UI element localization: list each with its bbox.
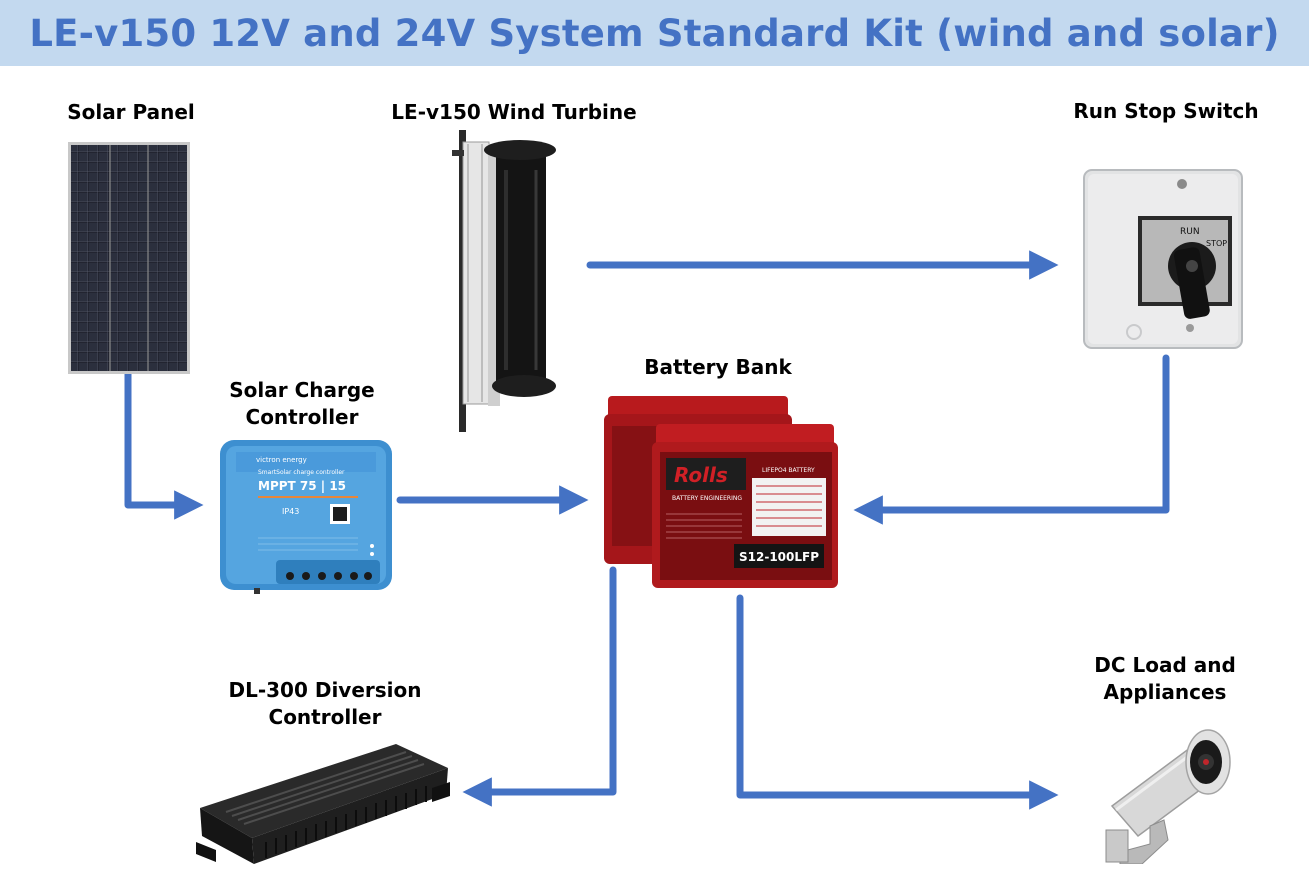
diversion-controller-label-line2: Controller — [268, 705, 382, 729]
wind-turbine-image — [448, 130, 560, 432]
controller-model-text: MPPT 75 | 15 — [258, 479, 346, 493]
stop-text: STOP — [1206, 239, 1227, 248]
run-stop-switch-image: RUN STOP — [1082, 168, 1244, 352]
diversion-controller-image — [196, 738, 452, 870]
arrow-solar-to-controller — [124, 368, 204, 520]
battery-bank-image: Rolls BATTERY ENGINEERING LIFEPO4 BATTER… — [602, 394, 838, 590]
rolls-sub-text: BATTERY ENGINEERING — [672, 495, 742, 502]
solar-charge-controller-image: victron energy SmartSolar charge control… — [218, 438, 394, 594]
title-bar: LE-v150 12V and 24V System Standard Kit … — [0, 0, 1309, 66]
solar-charge-controller-label-line2: Controller — [245, 405, 359, 429]
solar-panel-label: Solar Panel — [67, 100, 195, 124]
solar-panel-image — [68, 142, 190, 374]
solar-charge-controller-label: Solar Charge Controller — [202, 377, 402, 431]
dc-load-label-line1: DC Load and — [1094, 653, 1236, 677]
controller-product-text: SmartSolar charge controller — [258, 469, 345, 476]
run-text: RUN — [1180, 227, 1200, 237]
diagram-title: LE-v150 12V and 24V System Standard Kit … — [29, 11, 1280, 55]
battery-bank-label: Battery Bank — [644, 355, 792, 379]
arrow-switch-to-battery — [853, 354, 1170, 525]
controller-rating-text: IP43 — [282, 507, 299, 516]
wind-turbine-label: LE-v150 Wind Turbine — [391, 100, 637, 124]
victron-brand-text: victron energy — [256, 456, 307, 464]
dc-load-label: DC Load and Appliances — [1080, 652, 1250, 706]
rolls-brand-text: Rolls — [674, 463, 728, 487]
dc-load-label-line2: Appliances — [1103, 680, 1227, 704]
battery-model-text: S12-100LFP — [739, 550, 819, 564]
dc-load-camera-image — [1098, 722, 1238, 864]
battery-type-text: LIFEPO4 BATTERY — [762, 467, 815, 474]
arrow-battery-to-diversion — [462, 566, 617, 807]
run-stop-switch-label: Run Stop Switch — [1073, 99, 1259, 123]
diversion-controller-label-line1: DL-300 Diversion — [228, 678, 422, 702]
diversion-controller-label: DL-300 Diversion Controller — [210, 677, 440, 731]
arrow-battery-to-load — [736, 594, 1059, 810]
solar-charge-controller-label-line1: Solar Charge — [229, 378, 375, 402]
